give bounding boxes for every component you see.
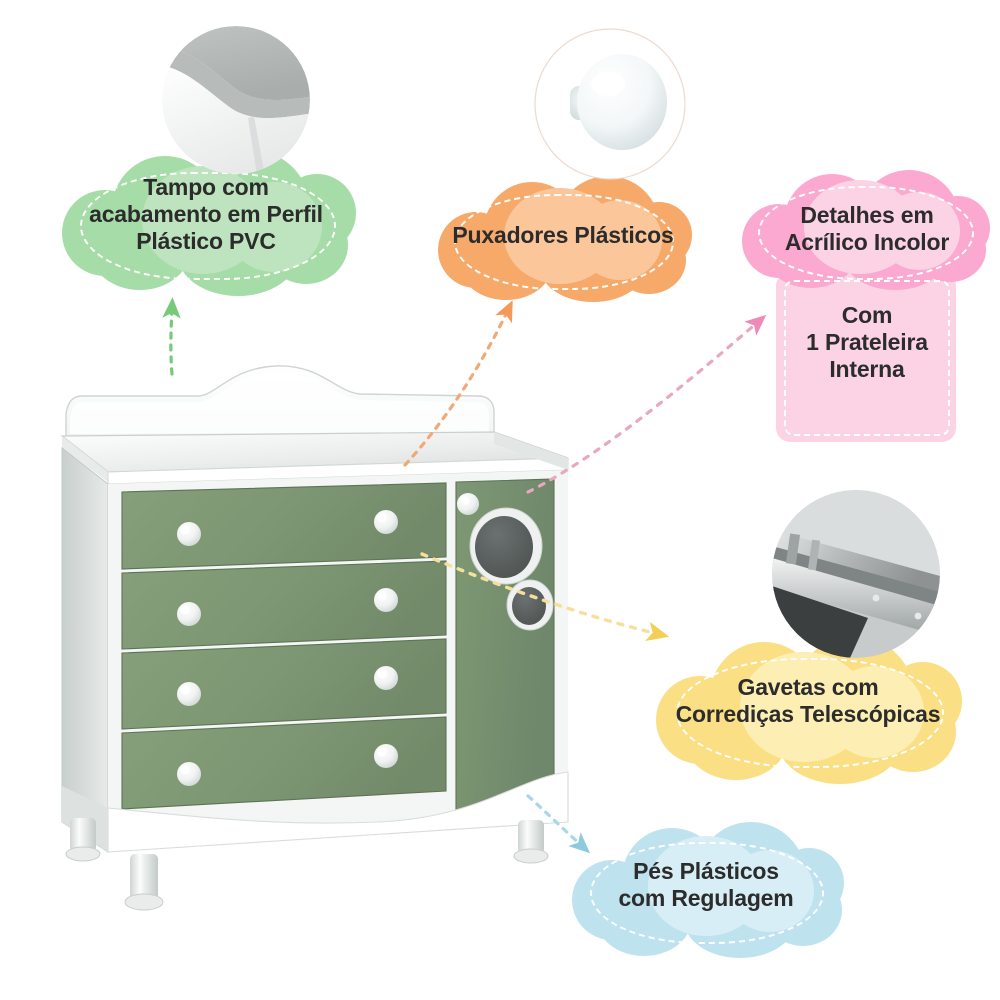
callout-pes: Pés Plásticos com Regulagem xyxy=(566,820,846,960)
acrilico-body-panel xyxy=(776,272,956,442)
plastic-knob-photo xyxy=(534,28,686,180)
adjustable-foot xyxy=(65,818,101,862)
drawer-knob xyxy=(374,588,398,612)
drawer-knob xyxy=(177,762,201,786)
callout-tampo: Tampo com acabamento em Perfil Plástico … xyxy=(50,148,362,296)
adjustable-foot xyxy=(124,854,164,911)
callout-acrilico: Detalhes em Acrílico Incolor Com 1 Prate… xyxy=(740,168,994,448)
callout-puxadores: Puxadores Plásticos xyxy=(432,172,694,304)
callout-tampo-label: Tampo com acabamento em Perfil Plástico … xyxy=(89,174,323,255)
arrow-corredicas xyxy=(420,552,670,641)
drawer-front xyxy=(121,638,447,730)
product-illustration xyxy=(48,352,588,912)
arrow-acrilico xyxy=(526,314,767,494)
drawer-front xyxy=(121,716,447,810)
drawer-knob xyxy=(177,602,201,626)
arrow-tampo xyxy=(162,297,181,376)
callout-corredicas: Gavetas com Corrediças Telescópicas xyxy=(648,632,968,784)
adjustable-foot xyxy=(513,820,549,864)
drawer-knob xyxy=(374,744,398,768)
drawer-knob xyxy=(374,510,398,534)
callout-puxadores-label: Puxadores Plásticos xyxy=(452,222,674,248)
acrilico-body-dash xyxy=(784,280,950,436)
callout-pes-label: Pés Plásticos com Regulagem xyxy=(618,858,794,912)
drawer-front xyxy=(121,560,447,650)
bottom-skirt xyxy=(107,771,569,853)
callout-acrilico-label: Detalhes em Acrílico Incolor xyxy=(784,202,950,256)
cloud-dash-outline xyxy=(676,658,944,768)
drawer-front xyxy=(121,482,447,570)
telescopic-slide-photo xyxy=(772,490,940,658)
cloud-dash-outline xyxy=(590,842,824,944)
cloud-dash-outline xyxy=(454,194,674,290)
door-knob xyxy=(457,493,479,515)
drawer-knob xyxy=(177,682,201,706)
arrow-puxadores xyxy=(403,300,513,467)
cloud-dash-outline xyxy=(758,186,974,280)
arrow-pes xyxy=(526,794,591,854)
drawer-stack xyxy=(121,482,447,810)
pvc-edge-profile-photo xyxy=(162,26,310,174)
drawer-knob xyxy=(177,522,201,546)
knob-group xyxy=(177,493,479,786)
drawer-knob xyxy=(374,666,398,690)
callout-acrilico-sublabel: Com 1 Prateleira Interna xyxy=(806,302,928,383)
cloud-dash-outline xyxy=(80,172,336,280)
callout-corredicas-label: Gavetas com Corrediças Telescópicas xyxy=(675,674,941,728)
acrylic-window-large xyxy=(469,507,543,585)
